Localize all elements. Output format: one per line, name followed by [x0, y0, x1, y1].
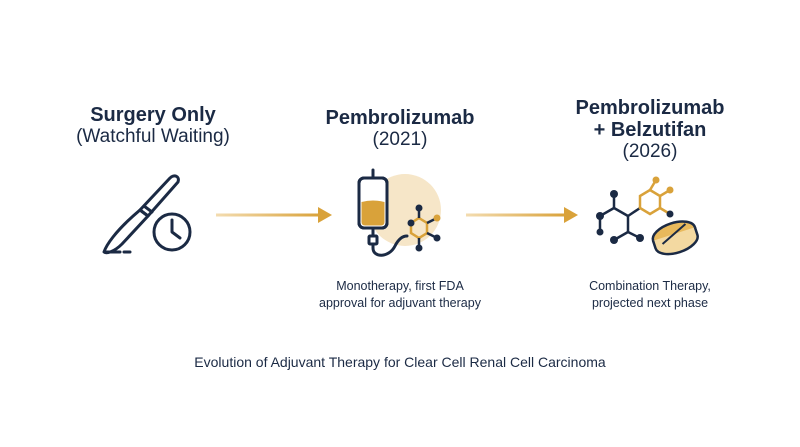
iv-bag-molecule-icon: [345, 166, 455, 266]
arrow-1: [216, 205, 336, 230]
stage-title: Pembrolizumab: [575, 97, 725, 119]
stage-title: Pembrolizumab: [325, 107, 475, 129]
stage-title-line2: + Belzutifan: [593, 119, 707, 141]
stage-surgery-only: Surgery Only (Watchful Waiting): [53, 0, 253, 148]
stage-subtitle: (Watchful Waiting): [76, 126, 230, 147]
diagram-title: Evolution of Adjuvant Therapy for Clear …: [194, 354, 606, 370]
caption-line: projected next phase: [591, 296, 709, 310]
caption-line: Monotherapy, first FDA: [336, 279, 464, 293]
stage-subtitle: (2026): [622, 141, 678, 162]
stage-combination: Pembrolizumab + Belzutifan (2026): [540, 0, 760, 163]
stage-pembrolizumab: Pembrolizumab (2021): [300, 0, 500, 151]
molecule-pill-icon: [588, 176, 708, 260]
caption-line: approval for adjuvant therapy: [319, 296, 481, 310]
arrow-2: [466, 205, 586, 230]
stage-subtitle: (2021): [372, 129, 428, 150]
caption-line: Combination Therapy,: [589, 279, 711, 293]
stage-title: Surgery Only: [90, 104, 216, 126]
stage-2-caption: Monotherapy, first FDA approval for adju…: [300, 278, 500, 312]
stage-3-caption: Combination Therapy, projected next phas…: [550, 278, 750, 312]
scalpel-clock-icon: [100, 172, 200, 260]
